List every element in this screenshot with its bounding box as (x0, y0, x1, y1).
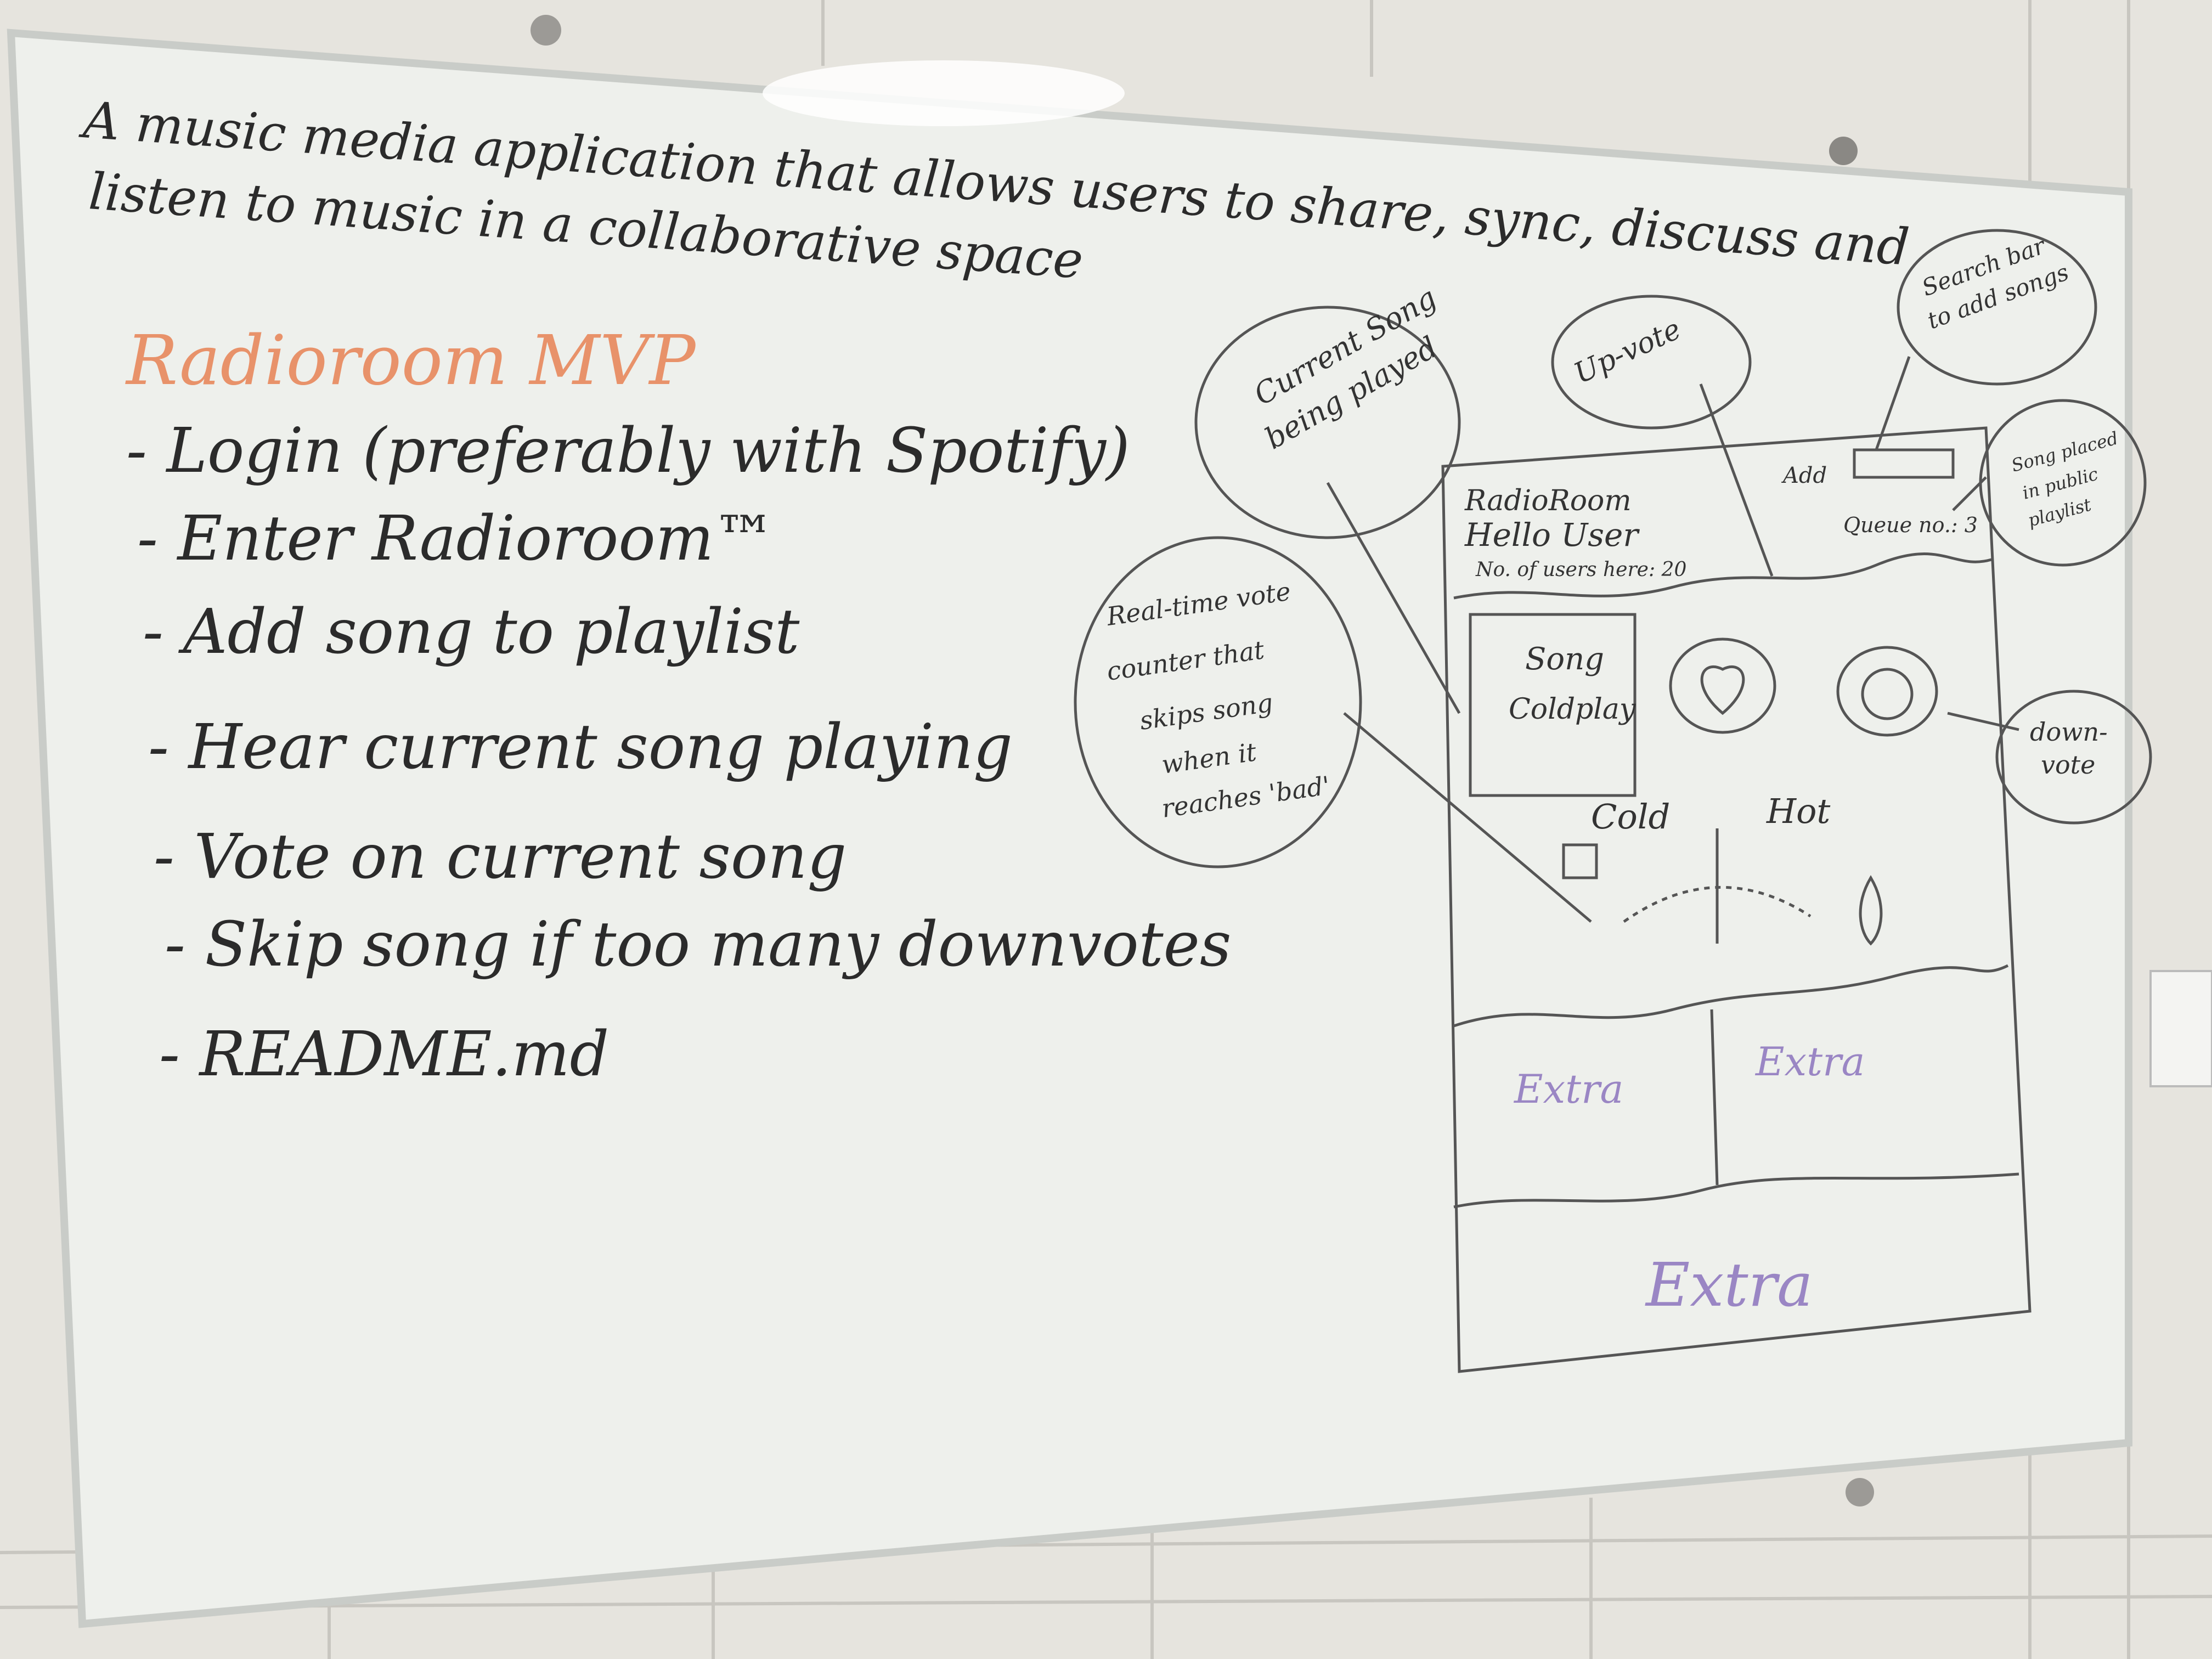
arrow (1952, 476, 1987, 511)
mvp-item: - Enter Radioroom™ (137, 503, 775, 574)
arrow (1326, 482, 1461, 714)
wf-meter-cold: Cold (1591, 797, 1670, 837)
wf-wave-bottom (1453, 1172, 2019, 1209)
mvp-title: Radioroom MVP (125, 321, 697, 400)
wf-app-name: RadioRoom (1464, 484, 1632, 517)
mount-screw (1829, 137, 1858, 165)
bubble-current-song (1194, 306, 1461, 539)
wf-downvote-circle (1836, 646, 1938, 737)
bubble-down-vote (1995, 690, 2152, 825)
flame-icon (1859, 875, 1883, 946)
mvp-item: - Vote on current song (154, 821, 847, 893)
angry-face-icon (1861, 668, 1914, 720)
wf-song-artist: Coldplay (1509, 693, 1636, 726)
arrow (1875, 356, 1911, 450)
bubble-up-vote (1551, 295, 1752, 430)
bubble-search-bar (1897, 229, 2097, 386)
wf-users-here: No. of users here: 20 (1475, 558, 1686, 581)
wf-search-bar (1853, 448, 1955, 479)
mount-screw (531, 15, 561, 46)
ice-cube-icon (1562, 843, 1598, 879)
wf-extra-3: Extra (1645, 1250, 1813, 1320)
arrow (1699, 383, 1774, 577)
wf-wave-top (1453, 964, 2009, 1028)
wf-queue: Queue no.: 3 (1843, 513, 1978, 537)
wf-greeting: Hello User (1464, 516, 1640, 554)
annotation-bubbles (1074, 229, 2152, 923)
mvp-item: - Skip song if too many downvotes (165, 909, 1231, 980)
mvp-item: - Add song to playlist (143, 596, 800, 668)
ann-down-vote-1: down- (2030, 717, 2108, 747)
mvp-item: - README.md (159, 1019, 609, 1090)
heart-icon (1700, 665, 1745, 715)
mvp-item: - Hear current song playing (148, 712, 1013, 783)
wireframe-frame (1441, 426, 2032, 1373)
arrow (1343, 712, 1592, 923)
arrow (1947, 712, 2019, 731)
wall-bracket (2149, 970, 2212, 1087)
bubble-vote-counter (1074, 536, 1362, 868)
wf-extra-2: Extra (1754, 1039, 1865, 1085)
wf-meter-hot: Hot (1766, 791, 1830, 831)
wf-extra-divider (1710, 1009, 1719, 1186)
wf-upvote-circle (1669, 637, 1776, 734)
light-glare (763, 60, 1125, 126)
wf-song-box (1469, 613, 1637, 797)
wf-song-title: Song (1525, 641, 1604, 677)
mvp-item: - Login (preferably with Spotify) (126, 415, 1130, 487)
wf-extra-1: Extra (1513, 1066, 1623, 1112)
mount-screw (1846, 1478, 1874, 1506)
ann-down-vote-2: vote (2041, 750, 2095, 780)
wf-search-prefix: Add (1781, 463, 1827, 488)
wireframe-sketch: RadioRoom Hello User No. of users here: … (1441, 426, 2032, 1373)
wf-divider (1453, 552, 1992, 600)
mvp-list: - Login (preferably with Spotify) - Ente… (126, 415, 1231, 1090)
whiteboard (7, 29, 2132, 1628)
